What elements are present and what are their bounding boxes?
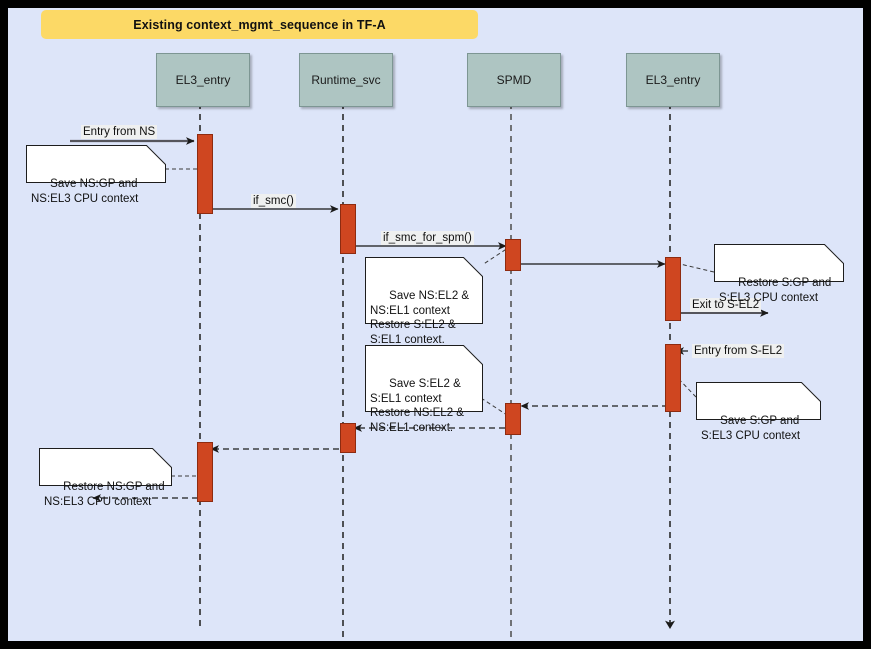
- note-text-restore-s-gp: Restore S:GP and S:EL3 CPU context: [719, 277, 832, 304]
- lifeline-head-el3-entry-right[interactable]: EL3_entry: [626, 53, 720, 107]
- note-fold-icon: [462, 345, 483, 366]
- message-label-entry-from-s-el2: Entry from S-EL2: [692, 344, 785, 358]
- note-save-ns-gp: Save NS:GP and NS:EL3 CPU context: [26, 145, 166, 205]
- note-fold-icon: [462, 257, 483, 278]
- note-text-save-ns-gp: Save NS:GP and NS:EL3 CPU context: [31, 178, 139, 205]
- message-label-exit-to-s-el2: Exit to S-EL2: [690, 298, 762, 312]
- note-fold-icon: [823, 244, 844, 265]
- note-text-save-s-el2: Save S:EL2 & S:EL1 context Restore NS:EL…: [370, 378, 464, 434]
- note-restore-s-gp: Restore S:GP and S:EL3 CPU context: [714, 244, 844, 304]
- diagram-title: Existing context_mgmt_sequence in TF-A: [133, 17, 386, 32]
- note-save-s-el2: Save S:EL2 & S:EL1 context Restore NS:EL…: [365, 345, 483, 434]
- activation-el3-entry-right-2[interactable]: [665, 344, 681, 412]
- lifeline-dashes: [199, 103, 675, 641]
- lifeline-label-runtime-svc: Runtime_svc: [311, 73, 381, 87]
- note-save-s-gp: Save S:GP and S:EL3 CPU context: [696, 382, 821, 442]
- lifeline-head-el3-entry-left[interactable]: EL3_entry: [156, 53, 250, 107]
- note-text-save-ns-el2: Save NS:EL2 & NS:EL1 context Restore S:E…: [370, 290, 470, 346]
- note-restore-ns-gp: Restore NS:GP and NS:EL3 CPU context: [39, 448, 172, 508]
- lifeline-head-spmd[interactable]: SPMD: [467, 53, 561, 107]
- note-fold-icon: [800, 382, 821, 403]
- leader-n2: [478, 247, 509, 268]
- activation-runtime-svc-1[interactable]: [340, 204, 356, 254]
- activation-el3-entry-right-1[interactable]: [665, 257, 681, 321]
- message-label-if-smc-for-spm: if_smc_for_spm(): [381, 231, 474, 245]
- lifeline-label-el3-entry-right: EL3_entry: [645, 73, 701, 87]
- activation-spmd-1[interactable]: [505, 239, 521, 271]
- lifeline-head-runtime-svc[interactable]: Runtime_svc: [299, 53, 393, 107]
- activation-runtime-svc-2[interactable]: [340, 423, 356, 453]
- activation-el3-entry-left-2[interactable]: [197, 442, 213, 502]
- note-text-save-s-gp: Save S:GP and S:EL3 CPU context: [701, 415, 801, 442]
- activation-spmd-2[interactable]: [505, 403, 521, 435]
- lifeline-label-spmd: SPMD: [496, 73, 532, 87]
- note-text-restore-ns-gp: Restore NS:GP and NS:EL3 CPU context: [44, 481, 165, 508]
- diagram-title-banner: Existing context_mgmt_sequence in TF-A: [41, 10, 478, 39]
- diagram-canvas: Existing context_mgmt_sequence in TF-A: [8, 8, 863, 641]
- note-fold-icon: [145, 145, 166, 166]
- message-label-entry-from-ns: Entry from NS: [81, 125, 158, 139]
- leader-n3: [679, 263, 715, 273]
- message-label-if-smc: if_smc(): [251, 194, 296, 208]
- note-fold-icon: [151, 448, 172, 469]
- note-save-ns-el2: Save NS:EL2 & NS:EL1 context Restore S:E…: [365, 257, 483, 346]
- lifeline-label-el3-entry-left: EL3_entry: [175, 73, 231, 87]
- activation-el3-entry-left-1[interactable]: [197, 134, 213, 214]
